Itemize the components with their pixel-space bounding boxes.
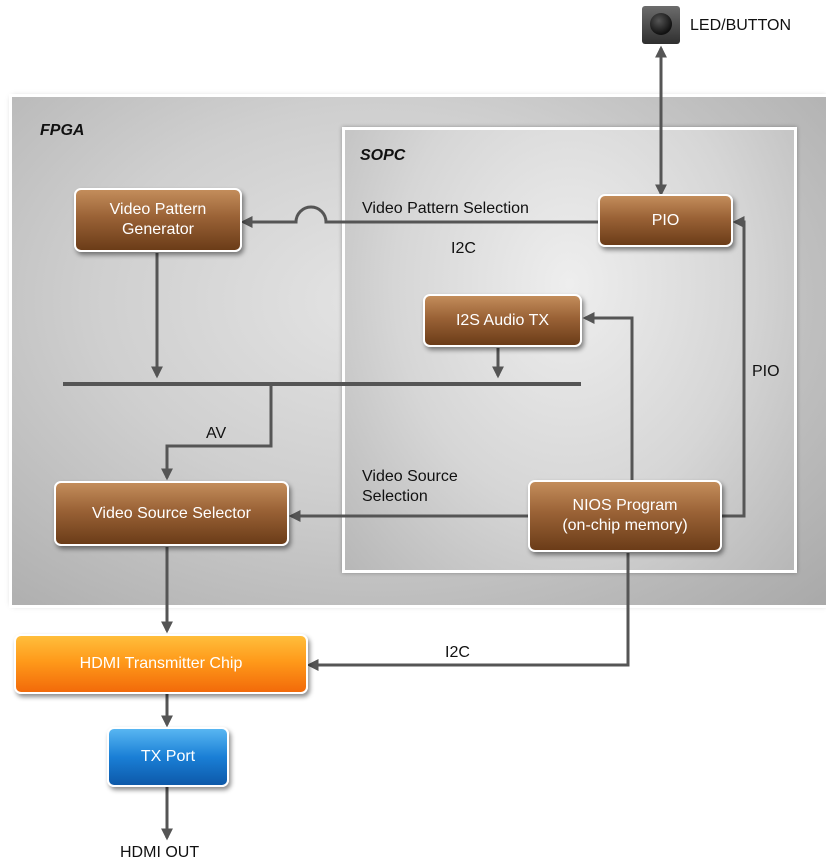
- i2c-bottom-label: I2C: [445, 644, 470, 661]
- sopc-label: SOPC: [360, 147, 406, 164]
- led-button-label: LED/BUTTON: [690, 17, 792, 34]
- hdmi-out-label: HDMI OUT: [120, 844, 200, 861]
- nios-program-block: NIOS Program (on-chip memory): [528, 480, 722, 552]
- push-button-icon: [642, 6, 680, 44]
- video-pattern-selection-label: Video Pattern Selection: [362, 200, 529, 217]
- tx-port-block: TX Port: [107, 727, 229, 787]
- pio-side-label: PIO: [752, 363, 780, 380]
- av-label: AV: [206, 425, 227, 442]
- i2c-top-label: I2C: [451, 240, 476, 257]
- pio-block: PIO: [598, 194, 733, 247]
- nios-i2s-arrow: [582, 312, 634, 480]
- video-source-selector-block: Video Source Selector: [54, 481, 289, 546]
- video-pattern-generator-block: Video Pattern Generator: [74, 188, 242, 252]
- i2c-hdmi-arrow: [306, 553, 630, 671]
- fpga-label: FPGA: [40, 122, 85, 139]
- bus-selector-arrow: [161, 384, 273, 481]
- nios-pio-arrow: [722, 216, 746, 518]
- i2s-audio-tx-block: I2S Audio TX: [423, 294, 582, 347]
- hdmi-transmitter-chip-block: HDMI Transmitter Chip: [14, 634, 308, 694]
- video-source-selection-label: Video Source Selection: [362, 468, 458, 505]
- pattern-select-arrow: [240, 205, 598, 228]
